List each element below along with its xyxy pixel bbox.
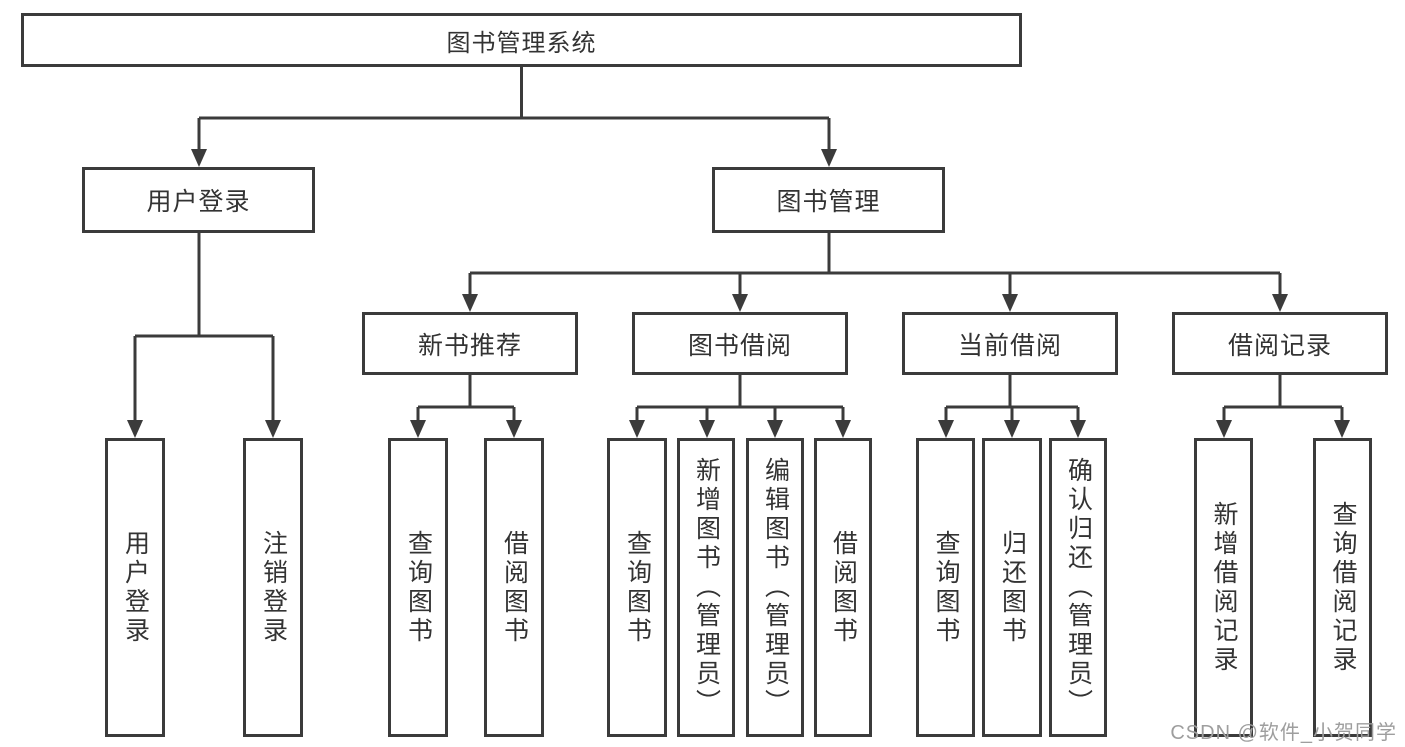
arrowhead — [629, 420, 645, 438]
csdn-watermark: CSDN @软件_小贺同学 — [1170, 722, 1397, 744]
arrowhead — [410, 420, 426, 438]
leaf-current-query-book: 查询图书 — [916, 438, 975, 737]
leaf-edit-book-admin: 编辑图书（管理员） — [746, 438, 804, 737]
node-label: 编辑图书（管理员） — [761, 457, 790, 718]
node-user-login-module: 用户登录 — [82, 167, 315, 233]
node-label: 用户登录 — [121, 529, 150, 646]
arrowhead — [1002, 294, 1018, 312]
leaf-logout: 注销登录 — [243, 438, 303, 737]
arrowhead — [1334, 420, 1350, 438]
connector-root — [197, 67, 831, 153]
arrowhead — [732, 294, 748, 312]
node-label: 图书管理系统 — [446, 29, 597, 57]
arrowhead — [462, 294, 478, 312]
node-label: 归还图书 — [998, 529, 1027, 646]
leaf-query-borrow-record: 查询借阅记录 — [1313, 438, 1372, 737]
arrowhead — [767, 420, 783, 438]
node-label: 查询借阅记录 — [1329, 500, 1357, 675]
arrowheads — [127, 149, 1350, 438]
arrowhead — [821, 149, 837, 167]
node-book-borrow: 图书借阅 — [632, 312, 848, 375]
leaf-add-book-admin: 新增图书（管理员） — [677, 438, 735, 737]
leaf-borrow-book: 借阅图书 — [814, 438, 872, 737]
leaf-add-borrow-record: 新增借阅记录 — [1194, 438, 1253, 737]
connector-book-mgmt — [468, 233, 1282, 298]
node-label: 查询图书 — [404, 529, 433, 646]
node-label: 新增借阅记录 — [1210, 500, 1238, 675]
node-book-management: 图书管理 — [712, 167, 945, 233]
node-label: 借阅记录 — [1227, 331, 1332, 360]
arrowhead — [1272, 294, 1288, 312]
arrowhead — [191, 149, 207, 167]
node-new-book-recommend: 新书推荐 — [362, 312, 578, 375]
node-label: 新书推荐 — [417, 331, 522, 360]
connector-new-book-rec — [416, 375, 516, 424]
node-label: 查询图书 — [932, 529, 960, 646]
arrowhead — [1216, 420, 1232, 438]
node-label: 查询图书 — [623, 529, 652, 646]
arrowhead — [938, 420, 954, 438]
arrowhead — [699, 420, 715, 438]
connector-user-login — [133, 233, 275, 424]
node-label: 确认归还（管理员） — [1064, 457, 1093, 718]
leaf-return-book: 归还图书 — [982, 438, 1042, 737]
connector-book-borrow — [635, 375, 845, 424]
node-current-borrow: 当前借阅 — [902, 312, 1118, 375]
leaf-user-login: 用户登录 — [105, 438, 165, 737]
connector-current-borrow — [944, 375, 1080, 424]
leaf-borrow-query-book: 查询图书 — [607, 438, 667, 737]
arrowhead — [1004, 420, 1020, 438]
connector-lines — [133, 67, 1344, 424]
arrowhead — [506, 420, 522, 438]
arrowhead — [127, 420, 143, 438]
leaf-recommend-borrow-book: 借阅图书 — [484, 438, 544, 737]
leaf-confirm-return-admin: 确认归还（管理员） — [1049, 438, 1107, 737]
arrowhead — [835, 420, 851, 438]
node-label: 借阅图书 — [500, 529, 529, 646]
leaf-recommend-query-book: 查询图书 — [388, 438, 448, 737]
node-label: 借阅图书 — [829, 529, 858, 646]
node-label: 当前借阅 — [957, 331, 1062, 360]
node-label: 图书借阅 — [687, 331, 792, 360]
arrowhead — [265, 420, 281, 438]
node-label: 用户登录 — [146, 188, 251, 216]
node-label: 图书管理 — [776, 188, 881, 216]
arrowhead — [1070, 420, 1086, 438]
node-borrow-record: 借阅记录 — [1172, 312, 1388, 375]
node-label: 新增图书（管理员） — [692, 457, 721, 718]
node-label: 注销登录 — [259, 529, 288, 646]
connector-borrow-record — [1222, 375, 1344, 424]
node-root-system: 图书管理系统 — [21, 13, 1022, 67]
